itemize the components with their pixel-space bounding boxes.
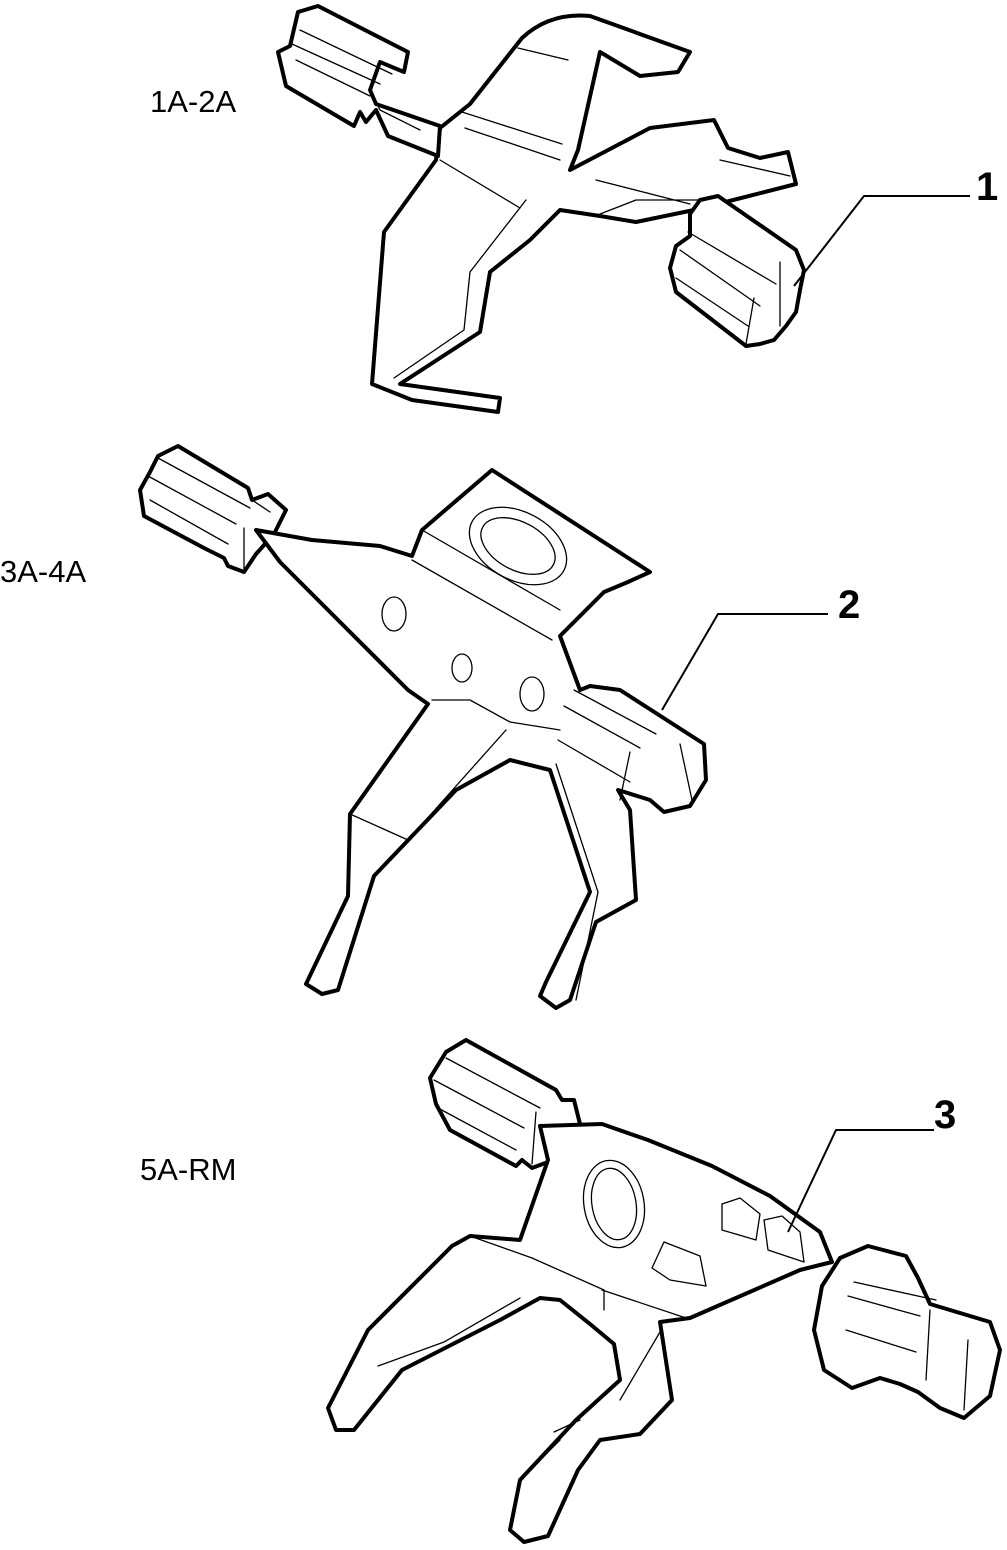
callout-3: 3 (787, 1093, 956, 1233)
shift-fork-5a-rm (326, 1038, 1002, 1544)
shift-fork-1a-2a (276, 4, 806, 414)
shift-fork-3a-4a (138, 444, 708, 1010)
fork-label-5a-rm: 5A-RM (140, 1152, 236, 1187)
callout-number-1: 1 (976, 165, 998, 209)
callout-2: 2 (661, 583, 860, 711)
callout-1: 1 (793, 165, 998, 287)
callout-number-2: 2 (838, 583, 860, 627)
callout-number-3: 3 (934, 1093, 956, 1137)
fork-label-3a-4a: 3A-4A (0, 554, 86, 589)
fork-label-1a-2a: 1A-2A (150, 84, 236, 119)
